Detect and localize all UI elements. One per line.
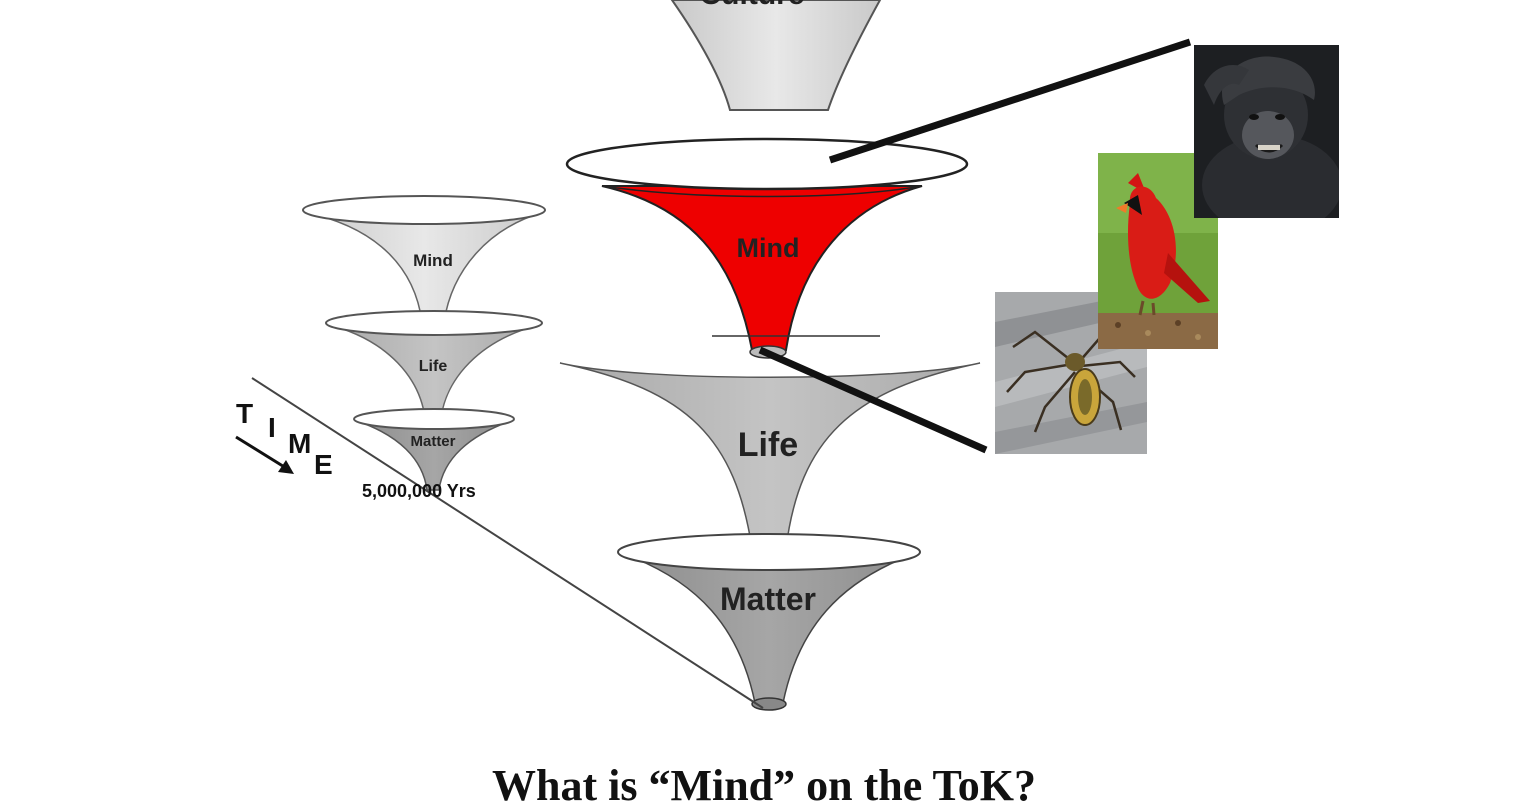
small-life-label: Life <box>419 358 448 375</box>
pointer-line-upper <box>828 38 1192 164</box>
small-mind-label: Mind <box>413 251 453 270</box>
small-matter-label: Matter <box>410 433 455 450</box>
svg-text:I: I <box>268 412 276 443</box>
pointer-line-lower <box>758 346 988 454</box>
mind-cone-body <box>601 185 923 351</box>
chimpanzee-icon <box>1194 45 1339 218</box>
spider-photo <box>995 292 1147 454</box>
svg-text:M: M <box>288 428 311 459</box>
spider-icon <box>995 292 1147 454</box>
mind-cone-rim <box>565 137 969 191</box>
time-axis-line <box>251 377 764 709</box>
main-mind-cone: Mind <box>565 137 969 359</box>
svg-text:E: E <box>314 449 333 480</box>
time-span-label: 5,000,000 Yrs <box>362 481 476 501</box>
time-label: T I M E <box>236 398 333 480</box>
culture-cone: Culture <box>670 0 882 111</box>
small-matter-cone: Matter <box>353 408 515 491</box>
caption: What is “Mind” on the ToK? <box>491 761 1037 810</box>
main-matter-label: Matter <box>720 581 816 617</box>
svg-text:T: T <box>236 398 253 429</box>
main-life-label: Life <box>738 426 798 464</box>
main-life-cone: Life <box>559 362 981 556</box>
small-life-cone: Life <box>325 310 543 422</box>
small-mind-cone: Mind <box>302 195 546 326</box>
time-arrow-icon <box>235 435 294 474</box>
chimpanzee-photo <box>1194 45 1339 218</box>
main-mind-label: Mind <box>737 233 800 263</box>
culture-label: Culture <box>700 0 805 11</box>
main-matter-cone: Matter <box>617 533 921 711</box>
